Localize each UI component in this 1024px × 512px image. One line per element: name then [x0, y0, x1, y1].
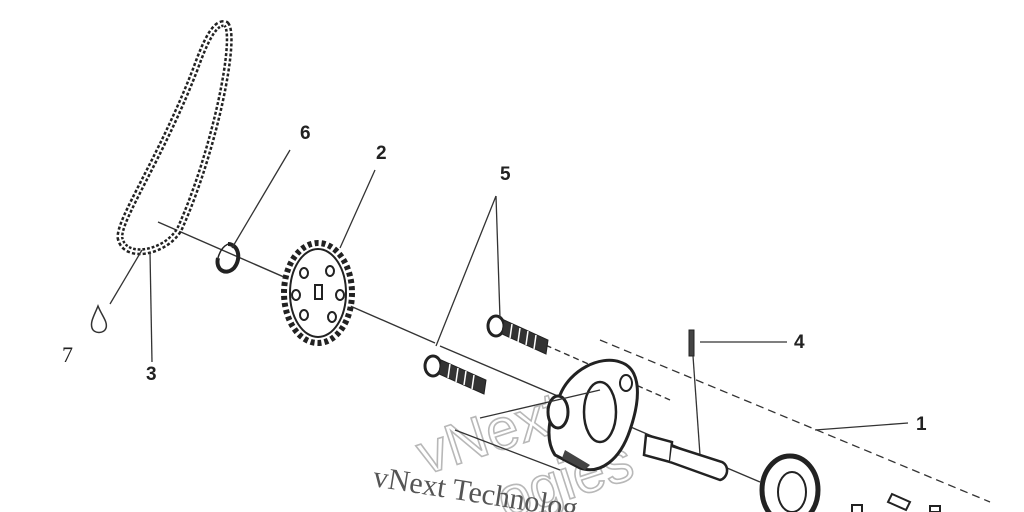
bolt-upper — [486, 314, 549, 355]
circlip — [215, 242, 241, 274]
small-fittings — [851, 492, 941, 512]
drive-chain — [116, 20, 233, 256]
callout-3: 3 — [146, 364, 157, 385]
callout-2: 2 — [376, 143, 387, 164]
callout-5: 5 — [500, 164, 511, 185]
pump-rotor — [759, 453, 821, 512]
callout-6: 6 — [300, 123, 311, 144]
pump-shaft — [642, 433, 729, 482]
callout-4: 4 — [794, 332, 805, 353]
sprocket — [281, 240, 355, 346]
callout-7: 7 — [62, 342, 73, 367]
callout-1: 1 — [916, 414, 927, 435]
bolt-lower — [423, 354, 487, 395]
pump-housing — [546, 358, 639, 472]
leader-lines — [109, 149, 991, 503]
oil-drop-icon — [90, 303, 108, 334]
dowel-pin — [688, 329, 701, 456]
